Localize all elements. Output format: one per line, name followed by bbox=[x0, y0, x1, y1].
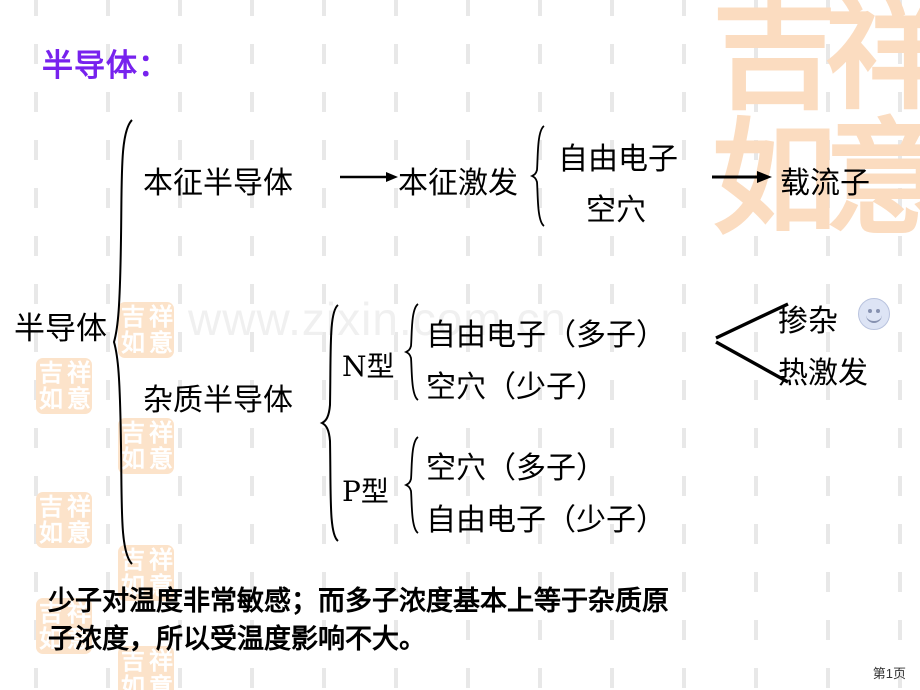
n-type-carriers-brace bbox=[403, 303, 419, 401]
arrow-to-carriers bbox=[712, 171, 772, 183]
node-p-type: P型 bbox=[342, 475, 389, 508]
intrinsic-carriers-brace bbox=[529, 125, 545, 227]
cause-split-lines bbox=[715, 302, 789, 384]
impurity-types-brace bbox=[319, 304, 339, 542]
root-brace bbox=[112, 119, 133, 565]
node-hole-intrinsic: 空穴 bbox=[586, 193, 646, 228]
root-node-semiconductor: 半导体 bbox=[14, 311, 107, 347]
node-impurity-semiconductor: 杂质半导体 bbox=[143, 383, 293, 418]
node-thermal-excitation: 热激发 bbox=[778, 356, 868, 391]
bottom-note-line-2: 子浓度，所以受温度影响不大。 bbox=[48, 624, 426, 655]
node-intrinsic-excitation: 本征激发 bbox=[398, 166, 518, 201]
node-free-electron-intrinsic: 自由电子 bbox=[558, 142, 678, 177]
smiley-face-icon bbox=[858, 298, 890, 330]
node-intrinsic-semiconductor: 本征半导体 bbox=[143, 166, 293, 201]
arrow-intrinsic-to-excitation bbox=[340, 172, 398, 182]
bottom-note-line-1: 少子对温度非常敏感；而多子浓度基本上等于杂质原 bbox=[48, 586, 669, 617]
node-p-minority-carrier: 自由电子（少子） bbox=[426, 503, 666, 538]
node-carriers: 载流子 bbox=[780, 166, 870, 201]
page-number: 第1页 bbox=[872, 666, 906, 681]
p-type-carriers-brace bbox=[403, 436, 419, 534]
page-title: 半导体： bbox=[42, 48, 170, 84]
node-n-majority-carrier: 自由电子（多子） bbox=[426, 318, 666, 353]
node-p-majority-carrier: 空穴（多子） bbox=[426, 451, 606, 486]
node-n-minority-carrier: 空穴（少子） bbox=[426, 370, 606, 405]
node-n-type: N型 bbox=[342, 350, 395, 383]
bottom-note: 少子对温度非常敏感；而多子浓度基本上等于杂质原 子浓度，所以受温度影响不大。 bbox=[48, 583, 878, 659]
